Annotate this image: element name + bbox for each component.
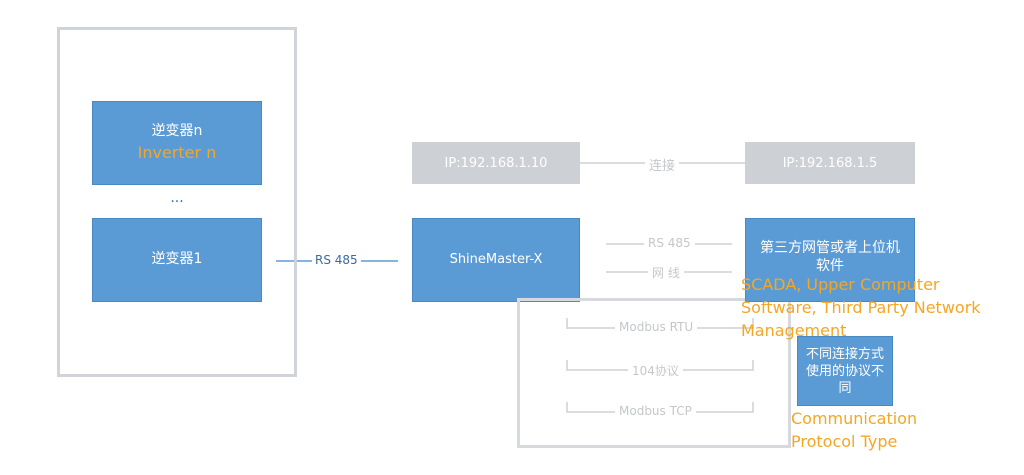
inverter-n-label: 逆变器n	[151, 123, 203, 140]
inverter-1-box: 逆变器1	[92, 218, 262, 302]
protocol-modbus-rtu: Modbus RTU	[615, 320, 698, 334]
inverter-ellipsis: ...	[170, 190, 184, 206]
protocol-note-en: Communication Protocol Type	[791, 409, 918, 451]
protocol-104: 104协议	[628, 362, 683, 379]
rs485-left-label: RS 485	[312, 253, 361, 267]
protocol-note-label: 不同连接方式使用的协议不同	[805, 346, 884, 396]
inverter-group-frame	[57, 27, 297, 377]
inverter-1-label: 逆变器1	[151, 251, 203, 268]
shinemaster-label: ShineMaster-X	[449, 251, 543, 267]
ip-box-right: IP:192.168.1.5	[745, 142, 915, 184]
third-party-box: 第三方网管或者上位机软件	[745, 218, 915, 302]
protocol-note-box: 不同连接方式使用的协议不同	[797, 336, 893, 406]
protocol-modbus-tcp: Modbus TCP	[615, 404, 696, 418]
rs485-right-label: RS 485	[644, 236, 695, 250]
inverter-n-label-en: Inverter n	[137, 142, 217, 162]
network-cable-label: 网 线	[648, 264, 684, 281]
inverter-n-box: 逆变器n Inverter n	[92, 101, 262, 185]
ip-connect-label: 连接	[645, 155, 680, 174]
third-party-label: 第三方网管或者上位机软件	[760, 240, 900, 274]
third-party-label-en: SCADA, Upper Computer Software, Third Pa…	[741, 275, 981, 340]
ip-box-left: IP:192.168.1.10	[412, 142, 580, 184]
shinemaster-box: ShineMaster-X	[412, 218, 580, 302]
protocol-frame	[517, 298, 791, 448]
